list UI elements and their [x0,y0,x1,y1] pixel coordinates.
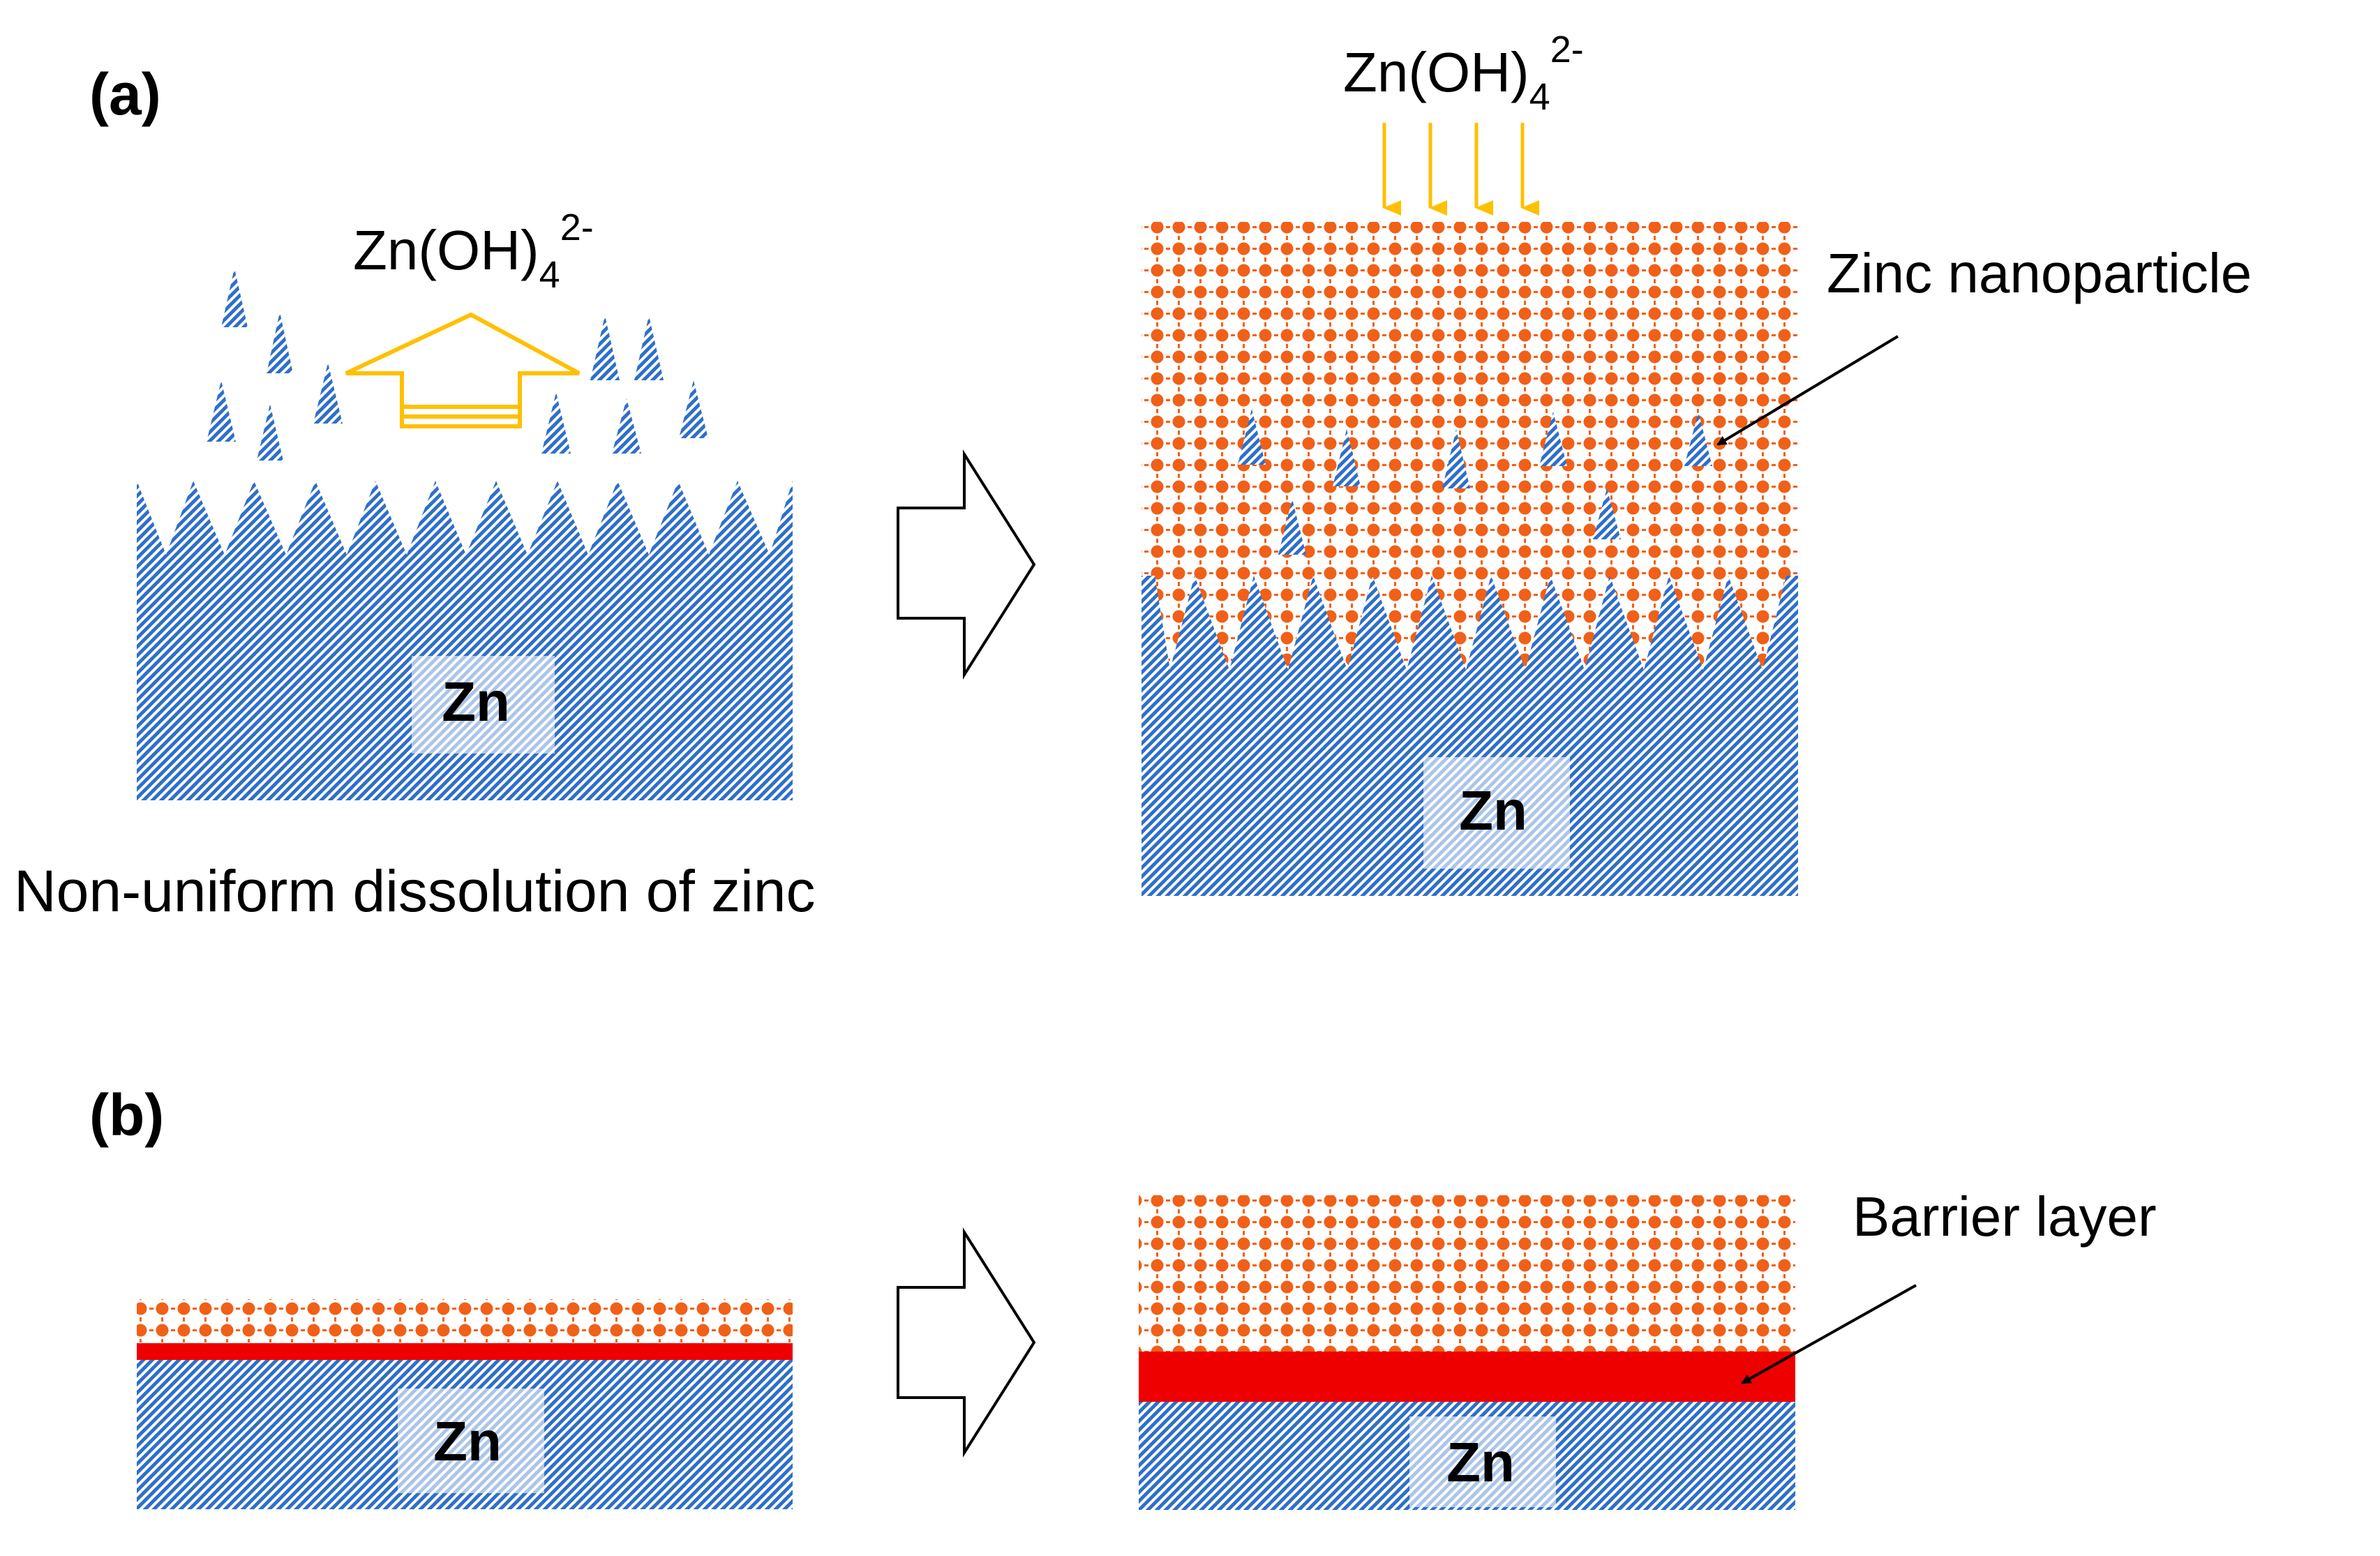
zinc-fragment [541,392,571,454]
callout-arrow [1741,1284,1917,1384]
zinc-nanoparticle-callout: Zinc nanoparticle [1827,242,2252,304]
panel-a-before: Zn Zn(OH)42- Non-uniform dissolution of … [14,207,816,924]
dissolved-zinc-fragments [207,268,708,461]
zinc-nanoparticle-deposit [1139,1195,1795,1352]
barrier-layer-callout: Barrier layer [1853,1185,2157,1248]
zinc-fragment [1593,488,1621,539]
zinc-fragment [612,398,641,454]
zn-label-backdrop [1409,1416,1556,1507]
process-arrow [897,1227,1036,1458]
zinc-fragment [1333,429,1361,486]
zinc-fragment [1442,429,1470,488]
incoming-ion-arrows [1382,123,1539,216]
panel-a-label: (a) [89,61,161,127]
panel-b-before: Zn [137,1299,793,1509]
zinc-fragment [634,315,664,380]
zn-label-backdrop [412,656,555,754]
zinc-nanoparticle-deposit [137,1299,793,1342]
zinc-fragment [267,312,293,373]
zinc-fragment [679,380,708,438]
panel-a-after: Zn Zn(OH)42- Zinc nanoparticle [1142,29,2252,896]
zn-metal-label: Zn [442,671,510,733]
barrier-layer [137,1343,793,1360]
zn-metal-label: Zn [1446,1431,1515,1493]
zn-label-backdrop [1423,757,1570,869]
zincate-ion-label: Zn(OH)42- [353,207,594,296]
zinc-fragment [1238,409,1266,465]
panel-b-after: Zn Barrier layer [1139,1185,2157,1510]
zinc-fragment [1539,412,1567,466]
zinc-fragment [1684,412,1712,466]
zn-metal-label: Zn [1459,779,1527,841]
process-arrow [897,449,1036,680]
zinc-fragment [313,363,343,424]
zn-metal-label: Zn [433,1410,502,1472]
zinc-fragment [1278,499,1306,555]
barrier-layer [1139,1352,1795,1402]
rough-zinc-surface [1142,576,1798,896]
embedded-zinc-fragments [1238,409,1712,555]
zinc-fragment [221,268,248,327]
panel-b-label: (b) [89,1082,164,1148]
zinc-fragment [590,315,620,380]
zincate-ion-label: Zn(OH)42- [1343,29,1584,118]
ion-release-arrow [345,312,581,428]
dissolution-caption: Non-uniform dissolution of zinc [14,858,816,924]
rough-zinc-surface [137,481,793,800]
callout-arrow [1716,335,1899,446]
zinc-fragment [207,380,236,442]
zinc-fragment [257,404,283,461]
zn-label-backdrop [398,1389,544,1493]
